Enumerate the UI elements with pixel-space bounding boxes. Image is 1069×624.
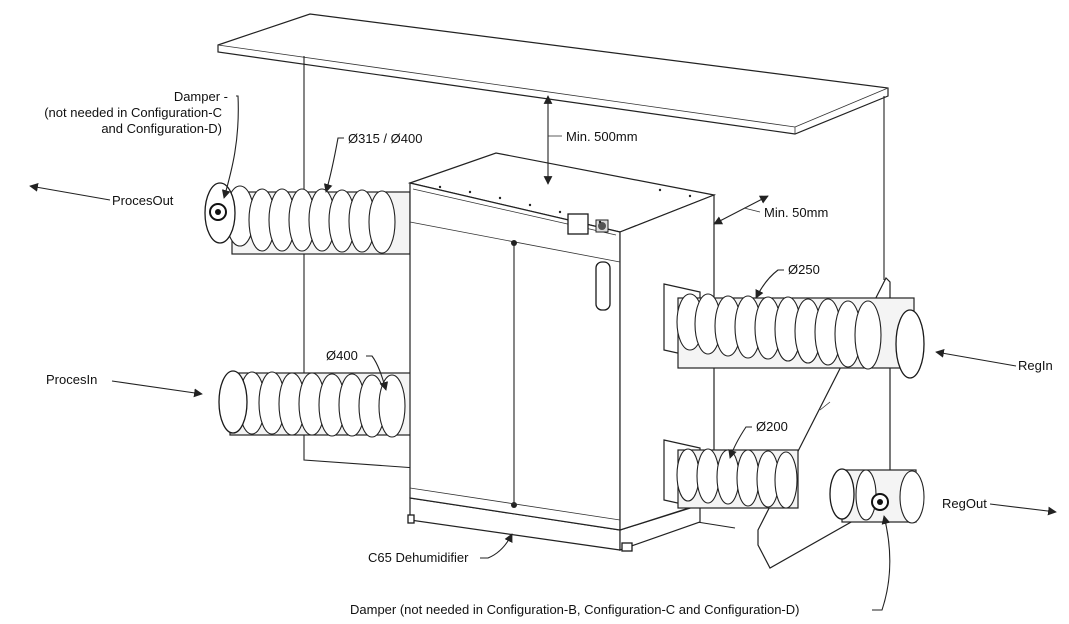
label-reg-in: RegIn <box>1018 358 1053 373</box>
label-dia-250: Ø250 <box>788 262 820 277</box>
callout-unit: C65 Dehumidifier <box>368 533 513 565</box>
callout-dia-250: Ø250 <box>755 262 820 299</box>
callout-reg-in: RegIn <box>935 349 1053 373</box>
callout-dia-400: Ø400 <box>326 348 389 391</box>
callout-damper-bottom: Damper (not needed in Configuration-B, C… <box>350 515 891 617</box>
label-min-500: Min. 500mm <box>566 129 638 144</box>
dehumidifier-cabinet <box>407 152 717 552</box>
label-dia-400: Ø400 <box>326 348 358 363</box>
label-damper-top-3: and Configuration-D) <box>101 121 222 136</box>
ceiling-plate <box>217 13 889 135</box>
duct-ribs <box>225 185 396 254</box>
callout-proces-in: ProcesIn <box>46 372 203 398</box>
label-reg-out: RegOut <box>942 496 987 511</box>
fan-icon <box>595 219 609 233</box>
label-damper-top-1: Damper - <box>174 89 228 104</box>
callout-dia-200: Ø200 <box>728 419 788 459</box>
callout-dia-315-400: Ø315 / Ø400 <box>323 131 422 193</box>
damper-icon <box>209 203 227 221</box>
label-dia-200: Ø200 <box>756 419 788 434</box>
duct-reg-in <box>663 283 925 379</box>
label-damper-top-2: (not needed in Configuration-C <box>44 105 222 120</box>
label-dia-315-400: Ø315 / Ø400 <box>348 131 422 146</box>
duct-reg-out-inner <box>663 439 799 509</box>
label-unit: C65 Dehumidifier <box>368 550 469 565</box>
callout-reg-out: RegOut <box>942 496 1057 516</box>
label-min-50: Min. 50mm <box>764 205 828 220</box>
label-proces-out: ProcesOut <box>112 193 174 208</box>
duct-proces-out <box>204 182 411 255</box>
callout-damper-top: Damper - (not needed in Configuration-C … <box>44 89 239 199</box>
dimension-min-50: Min. 50mm <box>713 195 828 225</box>
label-proces-in: ProcesIn <box>46 372 97 387</box>
duct-reg-out-outer <box>829 468 925 524</box>
label-damper-bottom: Damper (not needed in Configuration-B, C… <box>350 602 799 617</box>
dimension-min-500: Min. 500mm <box>543 95 638 185</box>
damper-icon <box>871 493 889 511</box>
callout-proces-out: ProcesOut <box>29 183 174 208</box>
